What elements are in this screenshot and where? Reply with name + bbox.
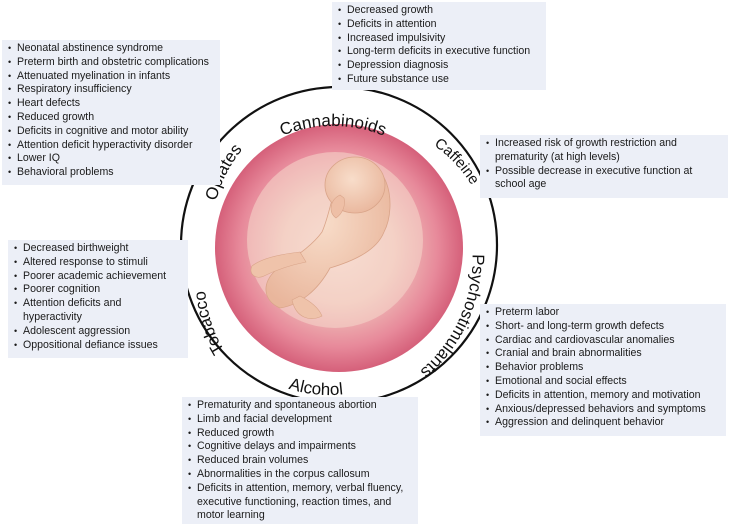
alcohol-effect-item: Cognitive delays and impairments: [188, 440, 412, 454]
opiates-effect-item: Behavioral problems: [8, 166, 214, 180]
psychostimulants-effects-box: Preterm laborShort- and long-term growth…: [480, 304, 726, 436]
cannabinoids-effect-item: Long-term deficits in executive function: [338, 45, 540, 59]
psychostimulants-effect-item: Preterm labor: [486, 306, 720, 320]
cannabinoids-effect-item: Deficits in attention: [338, 18, 540, 32]
opiates-effect-item: Preterm birth and obstetric complication…: [8, 56, 214, 70]
opiates-effect-item: Heart defects: [8, 97, 214, 111]
opiates-effect-item: Lower IQ: [8, 152, 214, 166]
alcohol-effect-item: Reduced growth: [188, 427, 412, 441]
alcohol-effect-item: Abnormalities in the corpus callosum: [188, 468, 412, 482]
fetus-illustration: [250, 156, 391, 319]
tobacco-effects-box: Decreased birthweightAltered response to…: [8, 240, 188, 358]
psychostimulants-effect-item: Behavior problems: [486, 361, 720, 375]
psychostimulants-effect-item: Short- and long-term growth defects: [486, 320, 720, 334]
caffeine-effects-list: Increased risk of growth restriction and…: [486, 137, 722, 192]
opiates-effects-list: Neonatal abstinence syndromePreterm birt…: [8, 42, 214, 180]
tobacco-effect-item: Altered response to stimuli: [14, 256, 182, 270]
psychostimulants-effect-item: Cranial and brain abnormalities: [486, 347, 720, 361]
cannabinoids-effect-item: Future substance use: [338, 73, 540, 87]
caffeine-effects-box: Increased risk of growth restriction and…: [480, 135, 728, 198]
tobacco-effect-item: Decreased birthweight: [14, 242, 182, 256]
alcohol-effect-item: Deficits in attention, memory, verbal fl…: [188, 482, 412, 523]
psychostimulants-effect-item: Deficits in attention, memory and motiva…: [486, 389, 720, 403]
alcohol-effects-list: Prematurity and spontaneous abortionLimb…: [188, 399, 412, 523]
opiates-effect-item: Attenuated myelination in infants: [8, 70, 214, 84]
alcohol-effect-item: Reduced brain volumes: [188, 454, 412, 468]
cannabinoids-effect-item: Depression diagnosis: [338, 59, 540, 73]
tobacco-effect-item: Attention deficits and hyperactivity: [14, 297, 182, 325]
psychostimulants-effect-item: Cardiac and cardiovascular anomalies: [486, 334, 720, 348]
opiates-effect-item: Reduced growth: [8, 111, 214, 125]
psychostimulants-effect-item: Anxious/depressed behaviors and symptoms: [486, 403, 720, 417]
tobacco-effect-item: Oppositional defiance issues: [14, 339, 182, 353]
tobacco-effect-item: Poorer academic achievement: [14, 270, 182, 284]
cannabinoids-effect-item: Decreased growth: [338, 4, 540, 18]
cannabinoids-effect-item: Increased impulsivity: [338, 32, 540, 46]
tobacco-effect-item: Poorer cognition: [14, 283, 182, 297]
caffeine-effect-item: Possible decrease in executive function …: [486, 165, 722, 193]
alcohol-effect-item: Prematurity and spontaneous abortion: [188, 399, 412, 413]
opiates-effect-item: Attention deficit hyperactivity disorder: [8, 139, 214, 153]
psychostimulants-effect-item: Aggression and delinquent behavior: [486, 416, 720, 430]
cannabinoids-effects-list: Decreased growthDeficits in attentionInc…: [338, 4, 540, 87]
alcohol-effect-item: Limb and facial development: [188, 413, 412, 427]
opiates-effect-item: Deficits in cognitive and motor ability: [8, 125, 214, 139]
opiates-effect-item: Neonatal abstinence syndrome: [8, 42, 214, 56]
psychostimulants-effects-list: Preterm laborShort- and long-term growth…: [486, 306, 720, 430]
cannabinoids-effects-box: Decreased growthDeficits in attentionInc…: [332, 2, 546, 90]
tobacco-effect-item: Adolescent aggression: [14, 325, 182, 339]
opiates-effects-box: Neonatal abstinence syndromePreterm birt…: [2, 40, 220, 185]
tobacco-effects-list: Decreased birthweightAltered response to…: [14, 242, 182, 352]
psychostimulants-effect-item: Emotional and social effects: [486, 375, 720, 389]
caffeine-effect-item: Increased risk of growth restriction and…: [486, 137, 722, 165]
opiates-effect-item: Respiratory insufficiency: [8, 83, 214, 97]
alcohol-effects-box: Prematurity and spontaneous abortionLimb…: [182, 397, 418, 524]
